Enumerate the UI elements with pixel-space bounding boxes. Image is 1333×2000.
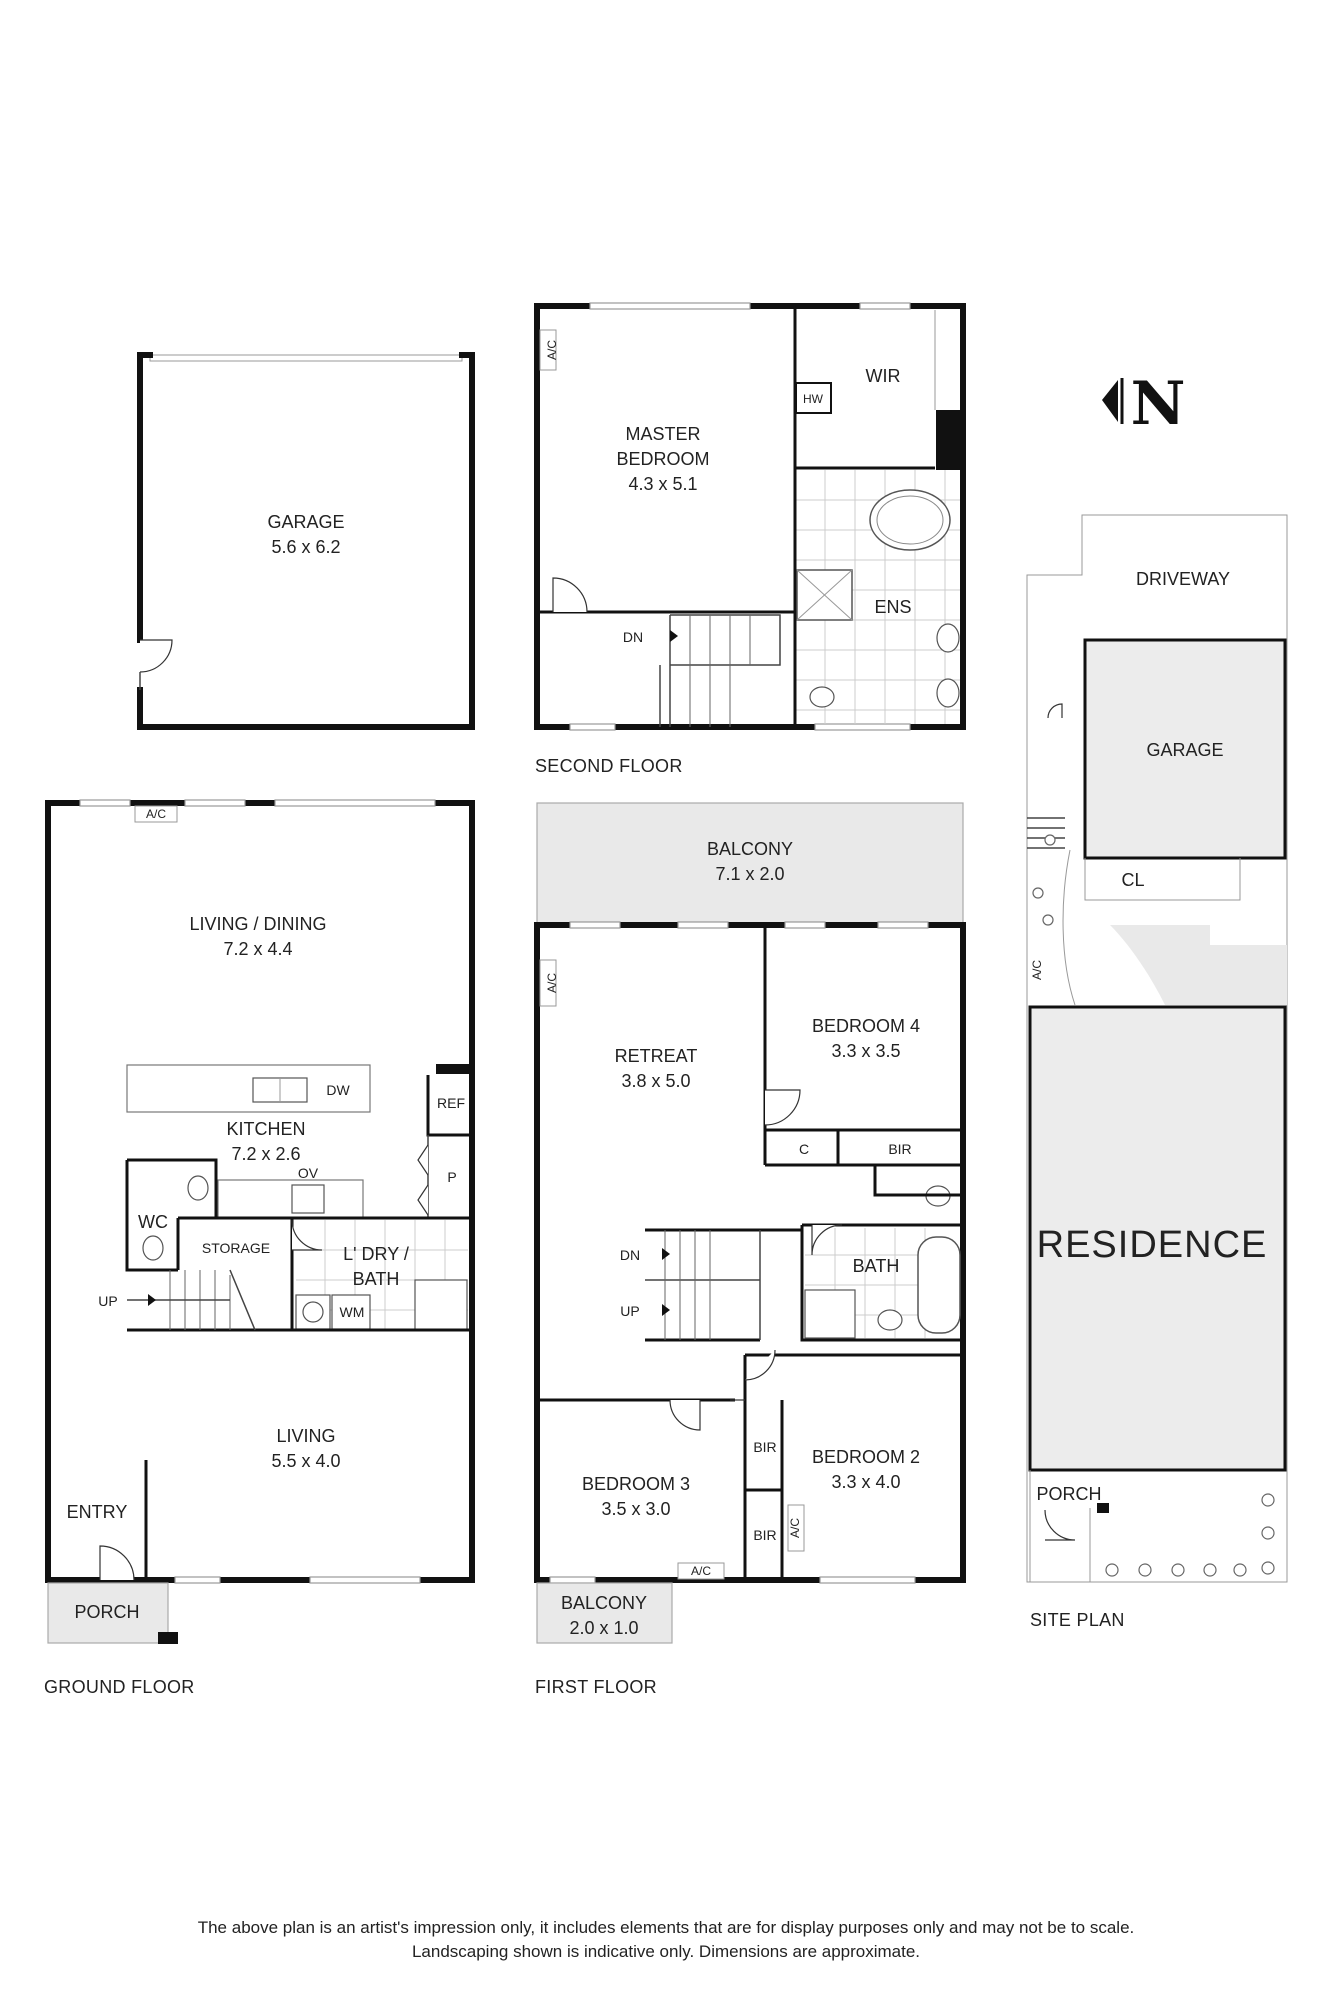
- north-letter: N: [1131, 369, 1186, 439]
- balcony-small-name: BALCONY: [561, 1593, 647, 1613]
- ens-label: ENS: [874, 597, 911, 617]
- bedroom3-name: BEDROOM 3: [582, 1474, 690, 1494]
- gf-ac-label: A/C: [146, 807, 166, 821]
- living-dining-name: LIVING / DINING: [189, 914, 326, 934]
- north-arrow-icon: [1102, 378, 1124, 424]
- garage-plan: [137, 352, 475, 730]
- second-floor-title: SECOND FLOOR: [535, 756, 683, 776]
- retreat-name: RETREAT: [615, 1046, 698, 1066]
- gf-up-label: UP: [98, 1293, 117, 1309]
- site-plan-title: SITE PLAN: [1030, 1610, 1125, 1630]
- balcony-top-dims: 7.1 x 2.0: [715, 864, 784, 884]
- living-name: LIVING: [276, 1426, 335, 1446]
- ff-ac-label-retreat: A/C: [545, 973, 559, 993]
- hw-label: HW: [803, 392, 824, 406]
- sf-dn-label: DN: [623, 629, 643, 645]
- wir-label: WIR: [866, 366, 901, 386]
- first-floor-plan: [534, 802, 966, 1644]
- master-bedroom-dims: 4.3 x 5.1: [628, 474, 697, 494]
- site-plan: [1026, 514, 1288, 1583]
- living-dims: 5.5 x 4.0: [271, 1451, 340, 1471]
- disclaimer-line2: Landscaping shown is indicative only. Di…: [412, 1942, 920, 1961]
- site-garage-label: GARAGE: [1146, 740, 1223, 760]
- ff-dn-label: DN: [620, 1247, 640, 1263]
- first-floor-title: FIRST FLOOR: [535, 1677, 657, 1697]
- retreat-dims: 3.8 x 5.0: [621, 1071, 690, 1091]
- laundry-line1: L' DRY /: [343, 1244, 409, 1264]
- site-porch-label: PORCH: [1036, 1484, 1101, 1504]
- closet-label: C: [799, 1141, 809, 1157]
- entry-label: ENTRY: [67, 1502, 128, 1522]
- master-bedroom-line2: BEDROOM: [616, 449, 709, 469]
- wc-label: WC: [138, 1212, 168, 1232]
- balcony-small-dims: 2.0 x 1.0: [569, 1618, 638, 1638]
- bedroom4-name: BEDROOM 4: [812, 1016, 920, 1036]
- bir-label-lower: BIR: [753, 1527, 776, 1543]
- ground-floor-title: GROUND FLOOR: [44, 1677, 195, 1697]
- residence-label: RESIDENCE: [1037, 1224, 1268, 1266]
- bedroom2-name: BEDROOM 2: [812, 1447, 920, 1467]
- kitchen-dims: 7.2 x 2.6: [231, 1144, 300, 1164]
- site-ac-label: A/C: [1030, 960, 1044, 980]
- sf-ac-label: A/C: [545, 340, 559, 360]
- balcony-top-name: BALCONY: [707, 839, 793, 859]
- ff-up-label: UP: [620, 1303, 639, 1319]
- oven-label: OV: [298, 1165, 319, 1181]
- disclaimer-line1: The above plan is an artist's impression…: [198, 1918, 1135, 1937]
- living-dining-dims: 7.2 x 4.4: [223, 939, 292, 959]
- storage-label: STORAGE: [202, 1240, 270, 1256]
- dw-label: DW: [326, 1082, 350, 1098]
- pantry-label: P: [447, 1169, 456, 1185]
- bedroom4-dims: 3.3 x 3.5: [831, 1041, 900, 1061]
- master-bedroom-line1: MASTER: [625, 424, 700, 444]
- driveway-label: DRIVEWAY: [1136, 569, 1230, 589]
- bedroom2-dims: 3.3 x 4.0: [831, 1472, 900, 1492]
- second-floor-plan: [534, 302, 966, 731]
- bath-label: BATH: [853, 1256, 900, 1276]
- bir-label-upper: BIR: [753, 1439, 776, 1455]
- bir-label-bedroom4: BIR: [888, 1141, 911, 1157]
- ground-floor-plan: [45, 799, 475, 1644]
- laundry-line2: BATH: [353, 1269, 400, 1289]
- bedroom3-dims: 3.5 x 3.0: [601, 1499, 670, 1519]
- garage-dims: 5.6 x 6.2: [271, 537, 340, 557]
- gf-porch-label: PORCH: [74, 1602, 139, 1622]
- cl-label: CL: [1121, 870, 1144, 890]
- ff-ac-label-bedroom3: A/C: [691, 1564, 711, 1578]
- ff-ac-label-bedroom2: A/C: [788, 1518, 802, 1538]
- garage-name: GARAGE: [267, 512, 344, 532]
- kitchen-name: KITCHEN: [226, 1119, 305, 1139]
- ref-label: REF: [437, 1095, 465, 1111]
- wm-label: WM: [340, 1304, 365, 1320]
